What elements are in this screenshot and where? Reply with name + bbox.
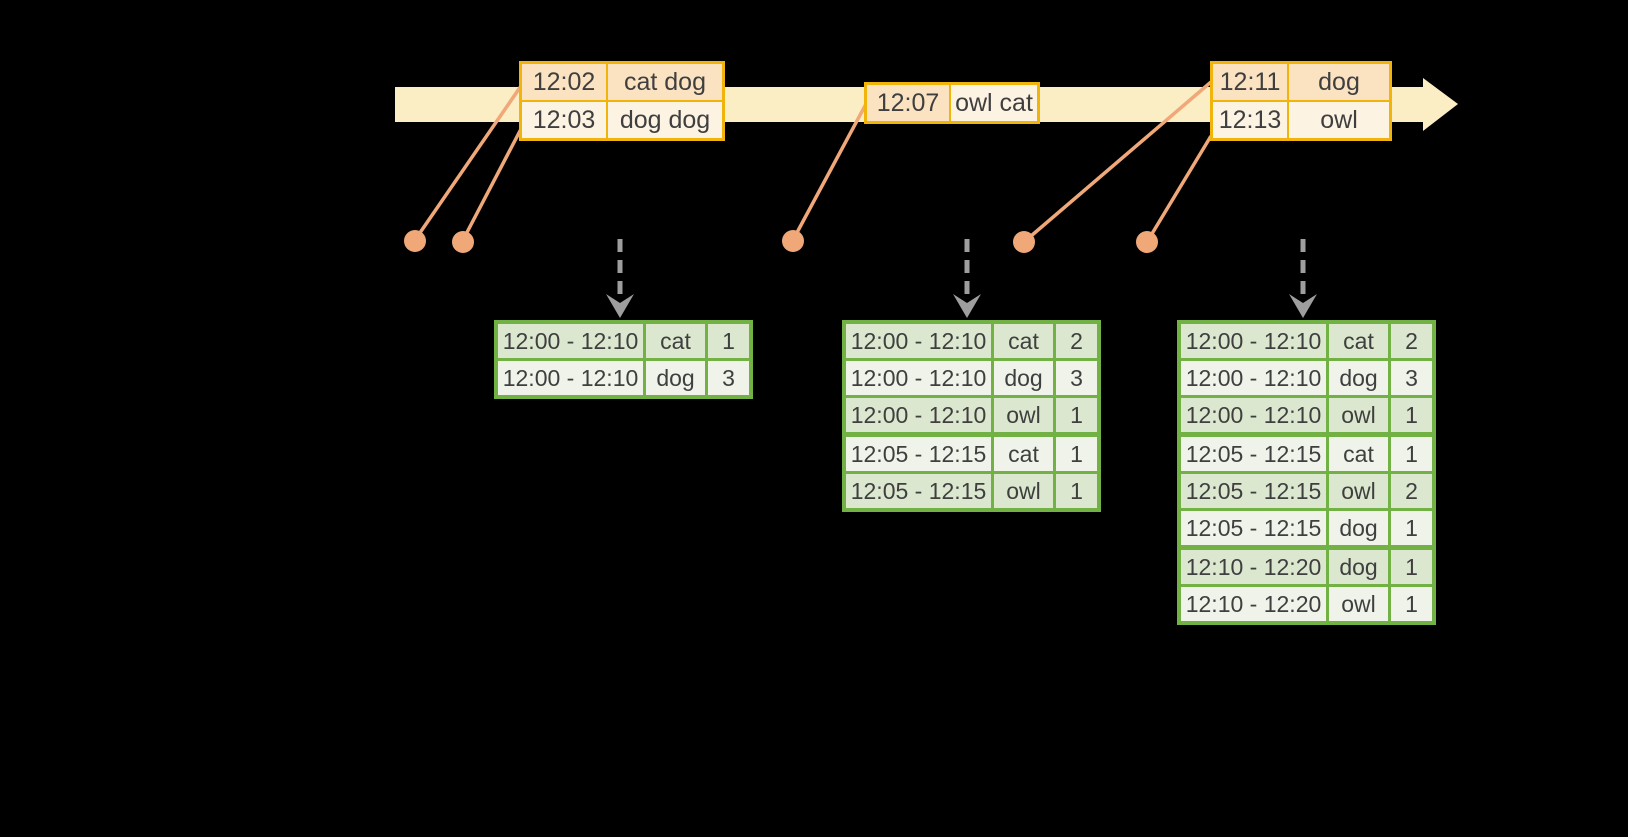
result-row: 12:00 - 12:10 owl 1 [1181,398,1432,432]
count-cell: 1 [1391,587,1432,621]
result-row: 12:00 - 12:10 dog 3 [498,361,749,395]
event-words-cell: dog dog [608,102,722,138]
word-cell: dog [1329,361,1388,395]
event-words-cell: owl cat [951,85,1037,121]
count-cell: 2 [1391,324,1432,358]
count-cell: 3 [708,361,749,395]
event-time-cell: 12:11 [1213,64,1287,100]
result-row: 12:00 - 12:10 cat 1 [498,324,749,358]
word-cell: owl [1329,474,1388,508]
window-cell: 12:00 - 12:10 [846,361,991,395]
event-row: 12:02 cat dog [522,64,722,100]
count-cell: 1 [1056,437,1097,471]
result-row: 12:05 - 12:15 owl 1 [846,474,1097,508]
word-cell: cat [994,437,1053,471]
event-words-cell: dog [1289,64,1389,100]
event-connector-lines [413,80,1213,244]
trigger-arrowheads [606,294,1317,318]
result-row: 12:05 - 12:15 cat 1 [1181,437,1432,471]
event-dots [404,230,1158,253]
window-cell: 12:00 - 12:10 [1181,324,1326,358]
event-time-cell: 12:02 [522,64,606,100]
count-cell: 3 [1391,361,1432,395]
trigger-arrowhead-icon-3 [1289,294,1317,318]
count-cell: 1 [1056,398,1097,432]
connector-line-3 [791,103,868,241]
word-cell: cat [1329,437,1388,471]
result-row: 12:00 - 12:10 cat 2 [846,324,1097,358]
window-cell: 12:10 - 12:20 [1181,550,1326,584]
count-cell: 1 [1056,474,1097,508]
event-table-1: 12:02 cat dog 12:03 dog dog [519,61,725,141]
event-time-cell: 12:03 [522,102,606,138]
word-cell: dog [1329,511,1388,545]
event-table-2: 12:07 owl cat [864,82,1040,124]
event-dot-5 [1136,231,1158,253]
result-row: 12:05 - 12:15 dog 1 [1181,511,1432,545]
event-dot-4 [1013,231,1035,253]
result-row: 12:00 - 12:10 dog 3 [1181,361,1432,395]
count-cell: 1 [1391,511,1432,545]
result-row: 12:10 - 12:20 owl 1 [1181,587,1432,621]
connector-line-2 [461,128,523,241]
count-cell: 1 [1391,398,1432,432]
window-cell: 12:00 - 12:10 [1181,361,1326,395]
event-dot-2 [452,231,474,253]
window-cell: 12:00 - 12:10 [498,324,643,358]
trigger-arrowhead-icon-2 [953,294,981,318]
window-cell: 12:00 - 12:10 [846,324,991,358]
event-row: 12:07 owl cat [867,85,1037,121]
event-dot-3 [782,230,804,252]
event-row: 12:13 owl [1213,102,1389,138]
count-cell: 1 [708,324,749,358]
event-row: 12:11 dog [1213,64,1389,100]
word-cell: dog [1329,550,1388,584]
count-cell: 2 [1391,474,1432,508]
window-cell: 12:00 - 12:10 [846,398,991,432]
window-cell: 12:05 - 12:15 [1181,511,1326,545]
window-cell: 12:05 - 12:15 [846,474,991,508]
result-table-2: 12:00 - 12:10 cat 2 12:00 - 12:10 dog 3 … [842,320,1101,512]
timeline-arrowhead-icon [1423,78,1458,131]
window-cell: 12:05 - 12:15 [1181,474,1326,508]
event-words-cell: cat dog [608,64,722,100]
window-cell: 12:05 - 12:15 [846,437,991,471]
connector-line-1 [413,85,523,241]
result-row: 12:10 - 12:20 dog 1 [1181,550,1432,584]
trigger-arrowhead-icon-1 [606,294,634,318]
word-cell: dog [994,361,1053,395]
window-cell: 12:05 - 12:15 [1181,437,1326,471]
word-cell: cat [994,324,1053,358]
count-cell: 1 [1391,550,1432,584]
connector-line-5 [1145,135,1213,243]
window-cell: 12:10 - 12:20 [1181,587,1326,621]
event-time-cell: 12:13 [1213,102,1287,138]
window-cell: 12:00 - 12:10 [498,361,643,395]
connector-line-4 [1022,80,1213,244]
result-table-3: 12:00 - 12:10 cat 2 12:00 - 12:10 dog 3 … [1177,320,1436,625]
count-cell: 2 [1056,324,1097,358]
result-row: 12:05 - 12:15 cat 1 [846,437,1097,471]
count-cell: 3 [1056,361,1097,395]
result-row: 12:05 - 12:15 owl 2 [1181,474,1432,508]
word-cell: owl [1329,587,1388,621]
word-cell: owl [994,474,1053,508]
event-dot-1 [404,230,426,252]
event-row: 12:03 dog dog [522,102,722,138]
result-table-1: 12:00 - 12:10 cat 1 12:00 - 12:10 dog 3 [494,320,753,399]
word-cell: dog [646,361,705,395]
window-cell: 12:00 - 12:10 [1181,398,1326,432]
event-table-3: 12:11 dog 12:13 owl [1210,61,1392,141]
event-words-cell: owl [1289,102,1389,138]
count-cell: 1 [1391,437,1432,471]
result-row: 12:00 - 12:10 dog 3 [846,361,1097,395]
event-time-cell: 12:07 [867,85,949,121]
word-cell: owl [1329,398,1388,432]
word-cell: cat [1329,324,1388,358]
result-row: 12:00 - 12:10 owl 1 [846,398,1097,432]
trigger-arrow-lines [617,239,1306,300]
word-cell: cat [646,324,705,358]
word-cell: owl [994,398,1053,432]
result-row: 12:00 - 12:10 cat 2 [1181,324,1432,358]
